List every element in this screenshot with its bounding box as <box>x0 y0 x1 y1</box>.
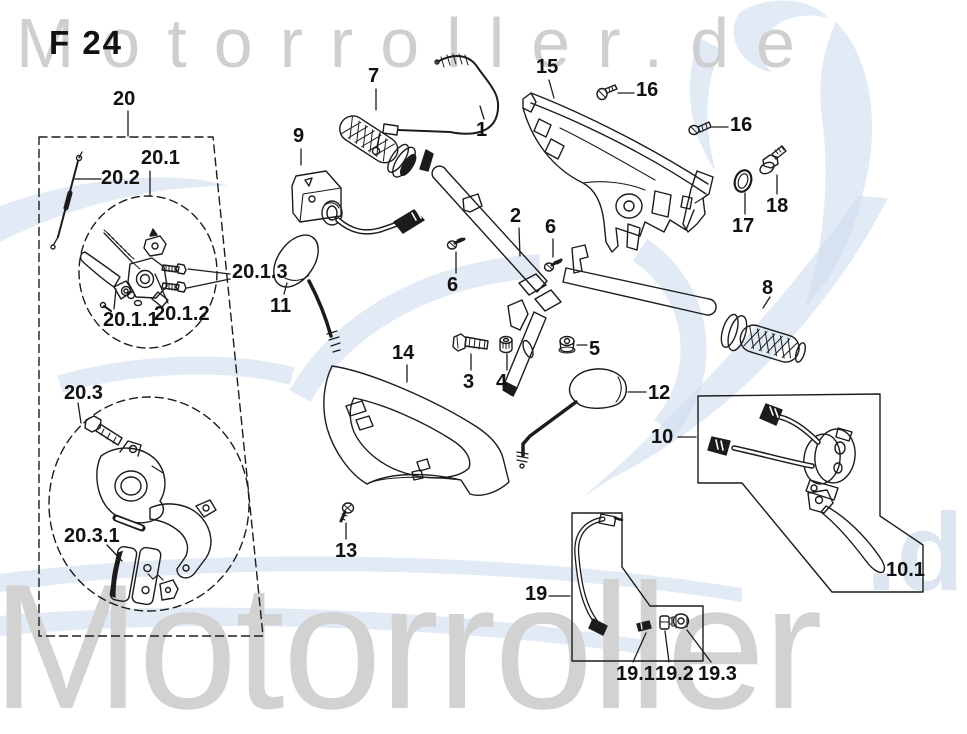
part-callout-3: 3 <box>463 371 475 393</box>
part-callout-16-upper: 16 <box>636 79 659 101</box>
part-callout-18: 18 <box>766 195 789 217</box>
part-drawing-handlebar-2 <box>419 149 717 397</box>
part-drawing-screw-6-left <box>446 237 466 250</box>
part-drawing-hose-fitting-19-2 <box>659 615 673 630</box>
figure-code: F 24 <box>49 24 124 61</box>
watermark-top-text: Motorroller.de <box>16 4 822 82</box>
part-callout-20-1-1: 20.1.1 <box>103 309 159 331</box>
part-callout-1: 1 <box>476 119 488 141</box>
part-callout-20-1: 20.1 <box>141 147 180 169</box>
part-callout-10: 10 <box>651 426 674 448</box>
part-callout-5: 5 <box>589 338 601 360</box>
part-drawing-throttle-cable-1 <box>371 53 500 156</box>
part-callout-19-3: 19.3 <box>698 663 737 685</box>
part-drawing-washer-17 <box>733 169 753 193</box>
part-drawing-nut-4 <box>499 335 513 354</box>
part-drawing-mirror-12 <box>516 368 627 469</box>
part-drawing-screw-16-upper <box>596 84 618 101</box>
eagle-wing-shapes <box>0 0 888 656</box>
watermark-corner-text: .de <box>866 491 967 614</box>
part-drawing-front-cover-14 <box>323 365 510 496</box>
part-callout-11: 11 <box>270 295 292 317</box>
part-drawing-grip-8 <box>720 313 806 363</box>
part-callout-17: 17 <box>732 215 755 237</box>
part-drawing-mirror-11 <box>273 234 341 353</box>
part-drawing-switch-assembly-9 <box>291 170 425 235</box>
part-callout-8: 8 <box>762 277 774 299</box>
part-drawing-screw-6-right <box>543 258 563 272</box>
part-callout-13: 13 <box>335 540 358 562</box>
part-drawing-bolt-3 <box>452 333 489 352</box>
part-callout-19-1: 19.1 <box>616 663 655 685</box>
group-10-box <box>697 393 924 593</box>
part-callout-7: 7 <box>368 65 380 87</box>
part-callout-2: 2 <box>510 205 522 227</box>
part-drawing-cable-20-2 <box>50 151 83 250</box>
part-drawing-hose-fitting-19-3 <box>671 613 690 629</box>
part-drawing-screw-16-lower <box>688 121 712 136</box>
part-callout-20-2: 20.2 <box>101 167 140 189</box>
part-callout-20-3: 20.3 <box>64 382 103 404</box>
part-drawing-master-cylinder-20-1 <box>79 228 187 312</box>
part-drawing-hose-fitting-19-1 <box>636 620 652 632</box>
group-19-box <box>571 512 704 662</box>
part-drawing-brake-caliper-20-3 <box>84 415 217 606</box>
part-drawing-screw-13 <box>339 502 355 523</box>
part-callout-15: 15 <box>536 56 559 78</box>
watermark-bottom-text: Motorroller <box>0 547 823 734</box>
part-callout-12: 12 <box>648 382 671 404</box>
part-callout-19-2: 19.2 <box>655 663 694 685</box>
part-callout-9: 9 <box>293 125 305 147</box>
part-callout-14: 14 <box>392 342 415 364</box>
part-callout-20-1-3: 20.1.3 <box>232 261 288 283</box>
group-20-dashed-box <box>38 136 264 637</box>
part-callout-20-1-2: 20.1.2 <box>154 303 210 325</box>
group-20-3-dashed-circle <box>48 396 250 612</box>
part-callout-19: 19 <box>525 583 548 605</box>
part-drawing-rear-cover-15 <box>522 92 714 253</box>
part-drawing-switch-assembly-10 <box>707 403 856 501</box>
part-callout-4: 4 <box>496 371 508 393</box>
part-drawing-nut-5 <box>558 335 576 354</box>
part-callout-6-right: 6 <box>545 216 557 238</box>
part-drawing-brake-lever-10-1 <box>807 489 886 574</box>
part-drawing-brake-hose-19 <box>574 513 624 636</box>
part-callout-20-3-1: 20.3.1 <box>64 525 120 547</box>
part-callout-20: 20 <box>113 88 136 110</box>
part-drawing-bolt-18 <box>759 145 787 175</box>
eagle-swoosh-arcs <box>57 239 707 437</box>
part-callout-10-1: 10.1 <box>886 559 925 581</box>
part-callout-6-left: 6 <box>447 274 459 296</box>
part-drawing-throttle-grip-7 <box>339 115 417 178</box>
part-callout-16-lower: 16 <box>730 114 753 136</box>
callout-leader-lines <box>74 79 778 663</box>
